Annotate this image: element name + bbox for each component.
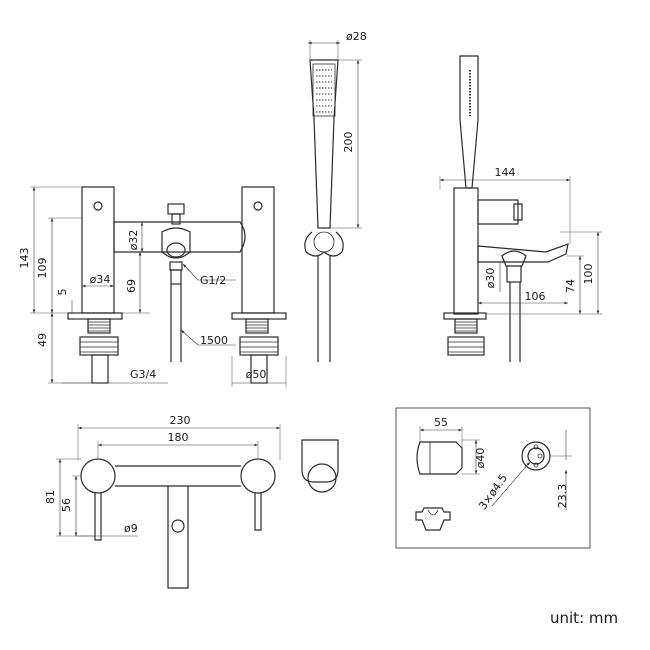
dim-lever-dia: ø9 [124, 522, 138, 535]
bracket-front [521, 441, 551, 471]
dim-mixer-height: 69 [125, 279, 138, 293]
hose-connector [161, 227, 191, 285]
handset [304, 59, 344, 362]
side-base [443, 312, 487, 356]
dim-bracket-height: 23.3 [556, 484, 569, 509]
front-dimensions: 143 109 5 ø34 ø32 69 49 G [18, 186, 287, 387]
dim-body-height: 109 [36, 258, 49, 279]
dim-base-dia: ø50 [246, 368, 267, 381]
dim-bracket-length: 55 [434, 416, 448, 429]
dim-handset-length: 200 [342, 132, 355, 153]
dim-outlet-thread: G1/2 [200, 274, 226, 287]
side-diverter [501, 250, 527, 283]
dim-spout-height: 74 [564, 279, 577, 293]
front-view: 143 109 5 ø34 ø32 69 49 G [18, 186, 287, 387]
top-spout [167, 486, 189, 589]
top-bodies [80, 458, 276, 541]
dim-bracket-dia: ø40 [474, 448, 487, 469]
dim-inlet-thread: G3/4 [130, 368, 156, 381]
diverter-knob [167, 203, 185, 225]
bracket-top [415, 507, 451, 531]
dim-depth: 144 [495, 166, 516, 179]
bracket-detail: 55 ø40 3×ø4.5 23.3 [395, 407, 591, 549]
side-hose [509, 282, 521, 362]
dim-head-dia: ø28 [346, 30, 367, 43]
bridge-spout [113, 221, 246, 253]
dim-diverter-dia: ø30 [484, 268, 497, 289]
handset-view: ø28 200 [304, 30, 367, 362]
dim-overall-width: 230 [170, 414, 191, 427]
dim-centres: 180 [168, 431, 189, 444]
dim-hose-length: 1500 [200, 334, 228, 347]
dim-top-depth: 81 [44, 490, 57, 504]
dim-total-height: 143 [18, 248, 31, 269]
hose [170, 284, 182, 362]
unit-label: unit: mm [550, 609, 618, 627]
dim-bracket-holes: 3×ø4.5 [476, 472, 510, 513]
side-handset [459, 55, 479, 189]
spray-nozzles [316, 69, 332, 113]
dim-shank-length: 49 [36, 333, 49, 347]
side-spout [477, 243, 569, 263]
dim-centre-depth: 56 [60, 498, 73, 512]
dim-spout-dia: ø32 [127, 230, 140, 251]
bracket-side [416, 441, 463, 475]
dim-body-dia: ø34 [90, 273, 111, 286]
right-valve-body [231, 186, 287, 384]
dim-gap: 5 [56, 289, 69, 296]
dim-overall-height: 100 [582, 264, 595, 285]
bracket-elevation [301, 439, 339, 493]
side-view: 144 ø30 106 74 100 [439, 55, 602, 362]
top-view: 230 180 81 56 ø9 [44, 414, 339, 589]
detail-frame [395, 407, 591, 549]
dim-spout-reach: 106 [525, 290, 546, 303]
